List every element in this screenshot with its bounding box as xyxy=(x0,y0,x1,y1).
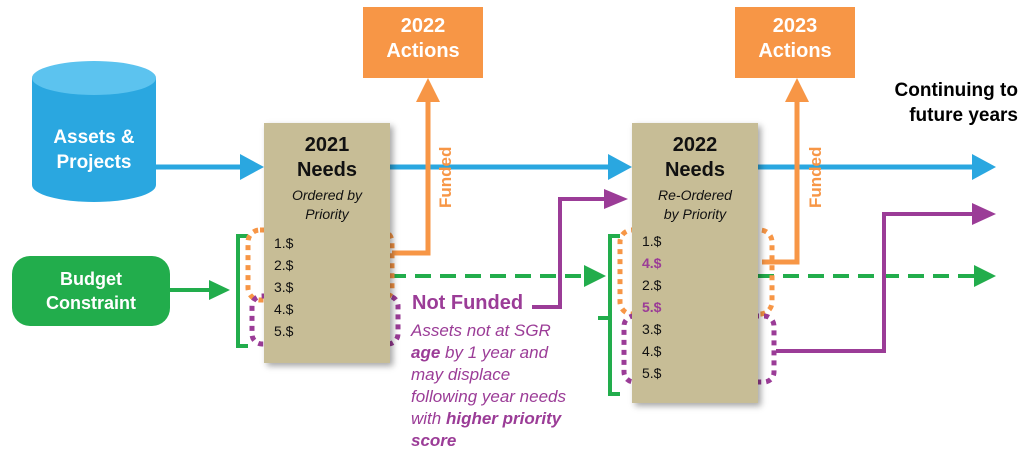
note-line6: score xyxy=(411,430,611,452)
funded-arrowhead-2021 xyxy=(416,78,440,102)
budget-arrowhead xyxy=(209,280,230,300)
note-line2-bold: age xyxy=(411,343,441,362)
funded-label-2021: Funded xyxy=(436,146,455,208)
funded-connector-2022 xyxy=(762,100,800,265)
note-line1: Assets not at SGR xyxy=(411,321,551,340)
note-line2: age by 1 year and xyxy=(411,342,611,364)
not-funded-arrowhead xyxy=(604,189,628,209)
actions-2023-box: 2023 Actions xyxy=(735,7,855,78)
carryover-connector-2022 xyxy=(776,212,974,353)
actions-2022-label: Actions xyxy=(386,40,460,62)
bracket-2021 xyxy=(236,234,248,348)
needs-2021-year: 2021 xyxy=(304,134,350,156)
budget-constraint-box: Budget Constraint xyxy=(12,256,170,326)
needs-2022-year: 2022 xyxy=(672,134,718,156)
need-2021-item-2: 2.$ xyxy=(274,257,294,273)
note-line6-bold: score xyxy=(411,431,457,450)
future-label-line1: Continuing to xyxy=(894,80,1018,101)
needs-2022-box: 2022 Needs Re-Ordered by Priority 1.$ 4.… xyxy=(632,123,758,403)
carryover-arrowhead-2022 xyxy=(972,203,996,225)
need-2022-item-3: 2.$ xyxy=(642,277,662,293)
needs-2021-box: 2021 Needs Ordered by Priority 1.$ 2.$ 3… xyxy=(264,123,390,363)
note-line4: following year needs xyxy=(411,387,566,406)
need-2022-item-4-carried: 5.$ xyxy=(642,299,662,315)
need-2022-item-2-carried: 4.$ xyxy=(642,255,662,271)
note-line2-rest: by 1 year and xyxy=(440,343,549,362)
actions-2023-label: Actions xyxy=(758,40,832,62)
not-funded-note: Assets not at SGR age by 1 year and may … xyxy=(411,320,611,452)
need-2021-item-3: 3.$ xyxy=(274,279,294,295)
budget-dashed-arrowhead-2 xyxy=(974,265,996,287)
need-2022-item-5: 3.$ xyxy=(642,321,662,337)
assets-label: Assets & Projects xyxy=(32,125,156,175)
need-2021-item-5: 5.$ xyxy=(274,323,294,339)
funded-arrowhead-2022 xyxy=(785,78,809,102)
budget-dashed-arrowhead-1 xyxy=(584,265,606,287)
assets-arrowhead-3 xyxy=(972,154,996,180)
actions-2022-box: 2022 Actions xyxy=(363,7,483,78)
need-2022-item-6: 4.$ xyxy=(642,343,662,359)
assets-arrowhead-2 xyxy=(608,154,632,180)
needs-2022-title: Needs xyxy=(664,159,726,181)
needs-2021-subtitle-1: Ordered by xyxy=(291,187,363,203)
bracket-2022 xyxy=(608,234,620,396)
actions-2023-year: 2023 xyxy=(772,15,818,37)
assets-label-line1: Assets & xyxy=(53,127,135,148)
assets-arrowhead-1 xyxy=(240,154,264,180)
assets-database-icon xyxy=(32,61,156,202)
future-years-label: Continuing to future years xyxy=(860,78,1018,128)
need-2021-item-1: 1.$ xyxy=(274,235,294,251)
need-2022-item-7: 5.$ xyxy=(642,365,662,381)
actions-2022-year: 2022 xyxy=(400,15,446,37)
future-label-line2: future years xyxy=(909,105,1018,126)
not-funded-connector xyxy=(532,197,606,309)
needs-2021-subtitle-2: Priority xyxy=(305,206,349,222)
not-funded-title: Not Funded xyxy=(412,292,524,314)
assets-label-line2: Projects xyxy=(56,152,132,173)
note-line5: with higher priority xyxy=(411,408,611,430)
needs-2022-subtitle-2: by Priority xyxy=(663,206,727,222)
note-line5-pre: with xyxy=(411,409,446,428)
needs-2022-subtitle-1: Re-Ordered xyxy=(658,187,732,203)
note-line5-bold: higher priority xyxy=(445,409,562,428)
note-line3: may displace xyxy=(411,365,511,384)
budget-label-line2: Constraint xyxy=(46,293,136,313)
funded-connector-2021 xyxy=(392,100,431,256)
funded-label-2022: Funded xyxy=(806,146,825,208)
need-2021-item-4: 4.$ xyxy=(274,301,294,317)
budget-label-line1: Budget xyxy=(60,269,122,289)
needs-2021-title: Needs xyxy=(296,159,358,181)
need-2022-item-1: 1.$ xyxy=(642,233,662,249)
